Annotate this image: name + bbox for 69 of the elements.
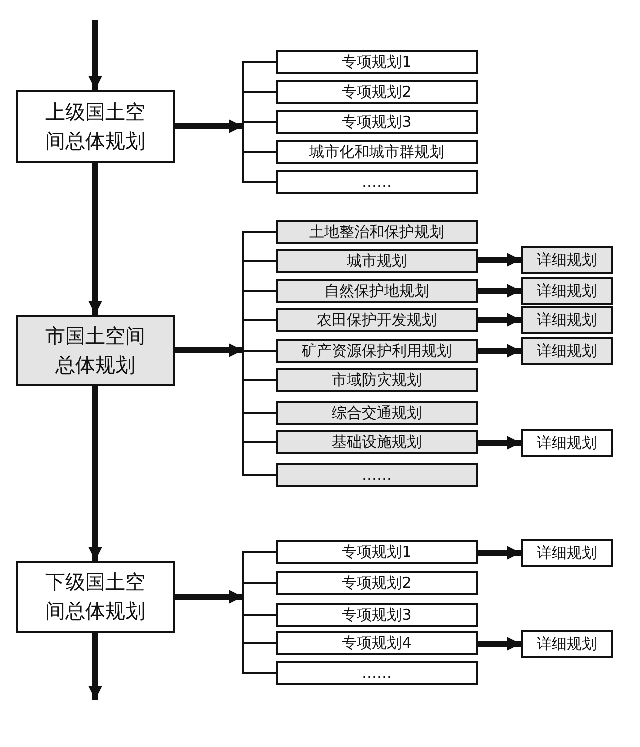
plan-item-box <box>276 50 478 74</box>
box-label: 基础设施规划 <box>332 433 422 451</box>
box-label: 专项规划2 <box>342 574 412 592</box>
plan-item-box <box>276 220 478 244</box>
arrow <box>88 20 102 90</box>
box-label: 市域防灾规划 <box>332 371 422 389</box>
arrow <box>478 546 521 560</box>
box-label: 详细规划 <box>537 282 597 300</box>
arrow <box>88 386 102 561</box>
plan-item-box <box>276 80 478 104</box>
plan-item-box <box>521 539 613 567</box>
plan-item-box <box>276 339 478 363</box>
box-label: …… <box>362 466 392 484</box>
arrow <box>478 637 521 651</box>
box-label: 详细规划 <box>537 342 597 360</box>
plan-box <box>16 561 175 633</box>
box-label: 专项规划3 <box>342 113 412 131</box>
box-label: 农田保护开发规划 <box>317 311 437 329</box>
plan-item-box <box>276 249 478 273</box>
arrow <box>478 344 521 358</box>
box-label: 下级国土空间总体规划 <box>44 569 146 625</box>
plan-item-box <box>276 631 478 655</box>
plan-item-box <box>276 279 478 303</box>
box-label: 城市规划 <box>347 252 407 270</box>
plan-box <box>16 315 175 386</box>
box-label: 详细规划 <box>537 544 597 562</box>
box-label: 城市化和城市群规划 <box>310 143 444 161</box>
arrow <box>478 253 521 267</box>
box-label: …… <box>362 664 392 682</box>
box-label: 详细规划 <box>537 434 597 452</box>
plan-item-box <box>276 463 478 487</box>
arrow <box>88 633 102 700</box>
plan-item-box <box>276 661 478 685</box>
plan-item-box <box>276 368 478 392</box>
box-label: 专项规划3 <box>342 606 412 624</box>
box-label: 专项规划4 <box>342 634 412 652</box>
plan-item-box <box>276 603 478 627</box>
box-label: 专项规划2 <box>342 83 412 101</box>
plan-box <box>16 90 175 163</box>
plan-item-box <box>521 429 613 457</box>
plan-item-box <box>521 630 613 658</box>
arrow <box>478 436 521 450</box>
plan-item-box <box>276 430 478 454</box>
plan-item-box <box>276 571 478 595</box>
plan-item-box <box>276 170 478 194</box>
plan-item-box <box>276 110 478 134</box>
box-label: 上级国土空间总体规划 <box>44 98 146 154</box>
box-label: 市国土空间总体规划 <box>44 322 146 378</box>
box-label: 专项规划1 <box>342 53 412 71</box>
box-label: 自然保护地规划 <box>324 282 430 300</box>
plan-item-box <box>276 401 478 425</box>
plan-item-box <box>521 246 613 274</box>
box-label: 专项规划1 <box>342 543 412 561</box>
box-label: 综合交通规划 <box>332 404 422 422</box>
box-label: 详细规划 <box>537 311 597 329</box>
plan-item-box <box>276 308 478 332</box>
arrow <box>88 163 102 315</box>
arrow <box>478 313 521 327</box>
box-label: 土地整治和保护规划 <box>310 223 444 241</box>
plan-item-box <box>276 140 478 164</box>
box-label: 矿产资源保护利用规划 <box>302 342 452 360</box>
plan-item-box <box>276 540 478 564</box>
box-label: 详细规划 <box>537 251 597 269</box>
arrow <box>478 284 521 298</box>
plan-item-box <box>521 337 613 365</box>
box-label: 详细规划 <box>537 635 597 653</box>
box-label: …… <box>362 173 392 191</box>
plan-item-box <box>521 277 613 305</box>
plan-item-box <box>521 306 613 334</box>
